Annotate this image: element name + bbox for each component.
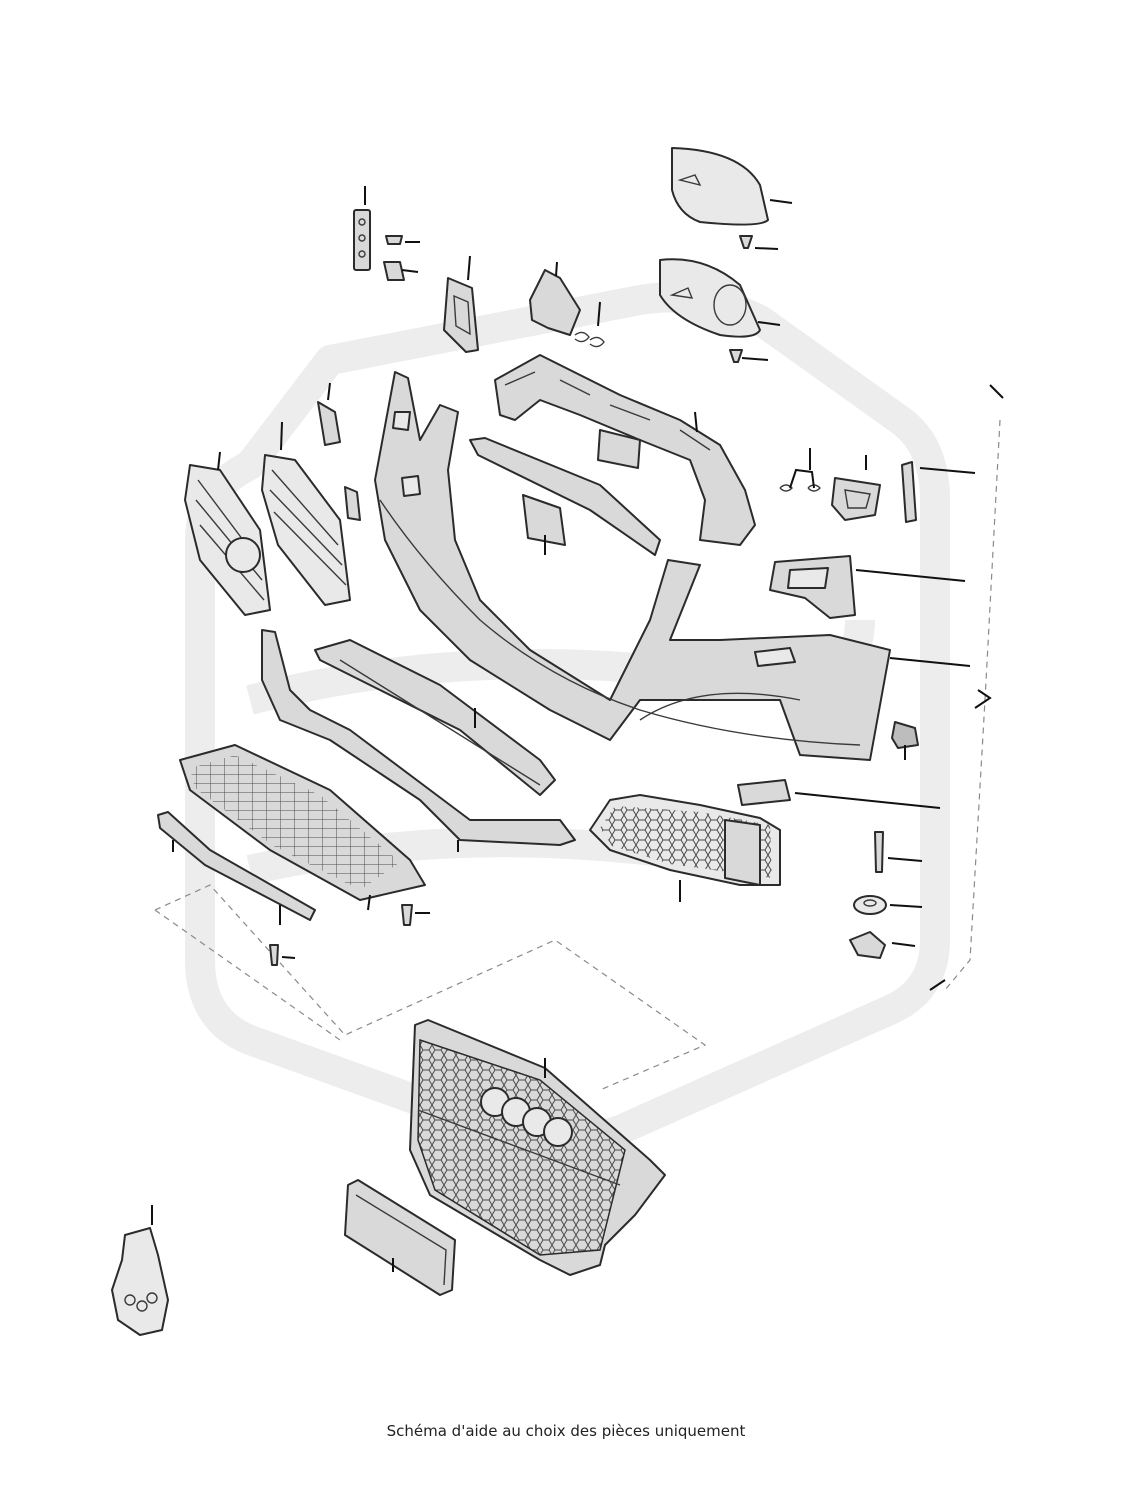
right-fasteners xyxy=(849,831,887,959)
lower-grille-insert-part xyxy=(659,258,761,338)
small-covers xyxy=(317,401,361,521)
headlight-washer-cover-part xyxy=(443,277,479,353)
bumper-carrier-part xyxy=(494,354,756,546)
hardware-bag-part xyxy=(111,1227,169,1336)
right-bracket xyxy=(831,477,881,521)
fog-lamp-bezel-plate xyxy=(769,555,856,619)
left-side-grille-mesh-part xyxy=(261,454,351,606)
right-lower-grille-part xyxy=(589,794,781,886)
lower-trim-strip-part xyxy=(314,639,556,796)
bracket-with-spring xyxy=(529,269,605,348)
clip-fasteners xyxy=(729,235,753,363)
lower-bolts xyxy=(269,904,413,966)
underbody-guard-grille-part xyxy=(179,744,426,901)
grille-position-dashes xyxy=(154,884,707,1091)
front-bumper-cover-part xyxy=(374,371,891,761)
spoiler-strip-part xyxy=(469,437,661,556)
right-mount-rail xyxy=(901,461,917,523)
diagram-caption: Schéma d'aide au choix des pièces unique… xyxy=(386,1422,746,1440)
right-sensor-part xyxy=(891,721,919,749)
right-spring-clips xyxy=(779,468,821,492)
upper-grille-insert-part xyxy=(671,147,769,226)
tow-hook-cover-part xyxy=(737,779,791,806)
callout-leader-lines xyxy=(151,186,976,1272)
lower-spoiler-lip-part xyxy=(261,629,576,846)
left-side-grille-part xyxy=(184,464,271,616)
assembly-bracket-lines xyxy=(929,384,1004,991)
mounting-bracket-small xyxy=(353,209,405,281)
license-plate-bracket-part xyxy=(344,1179,456,1296)
lower-left-strip-part xyxy=(157,811,316,921)
